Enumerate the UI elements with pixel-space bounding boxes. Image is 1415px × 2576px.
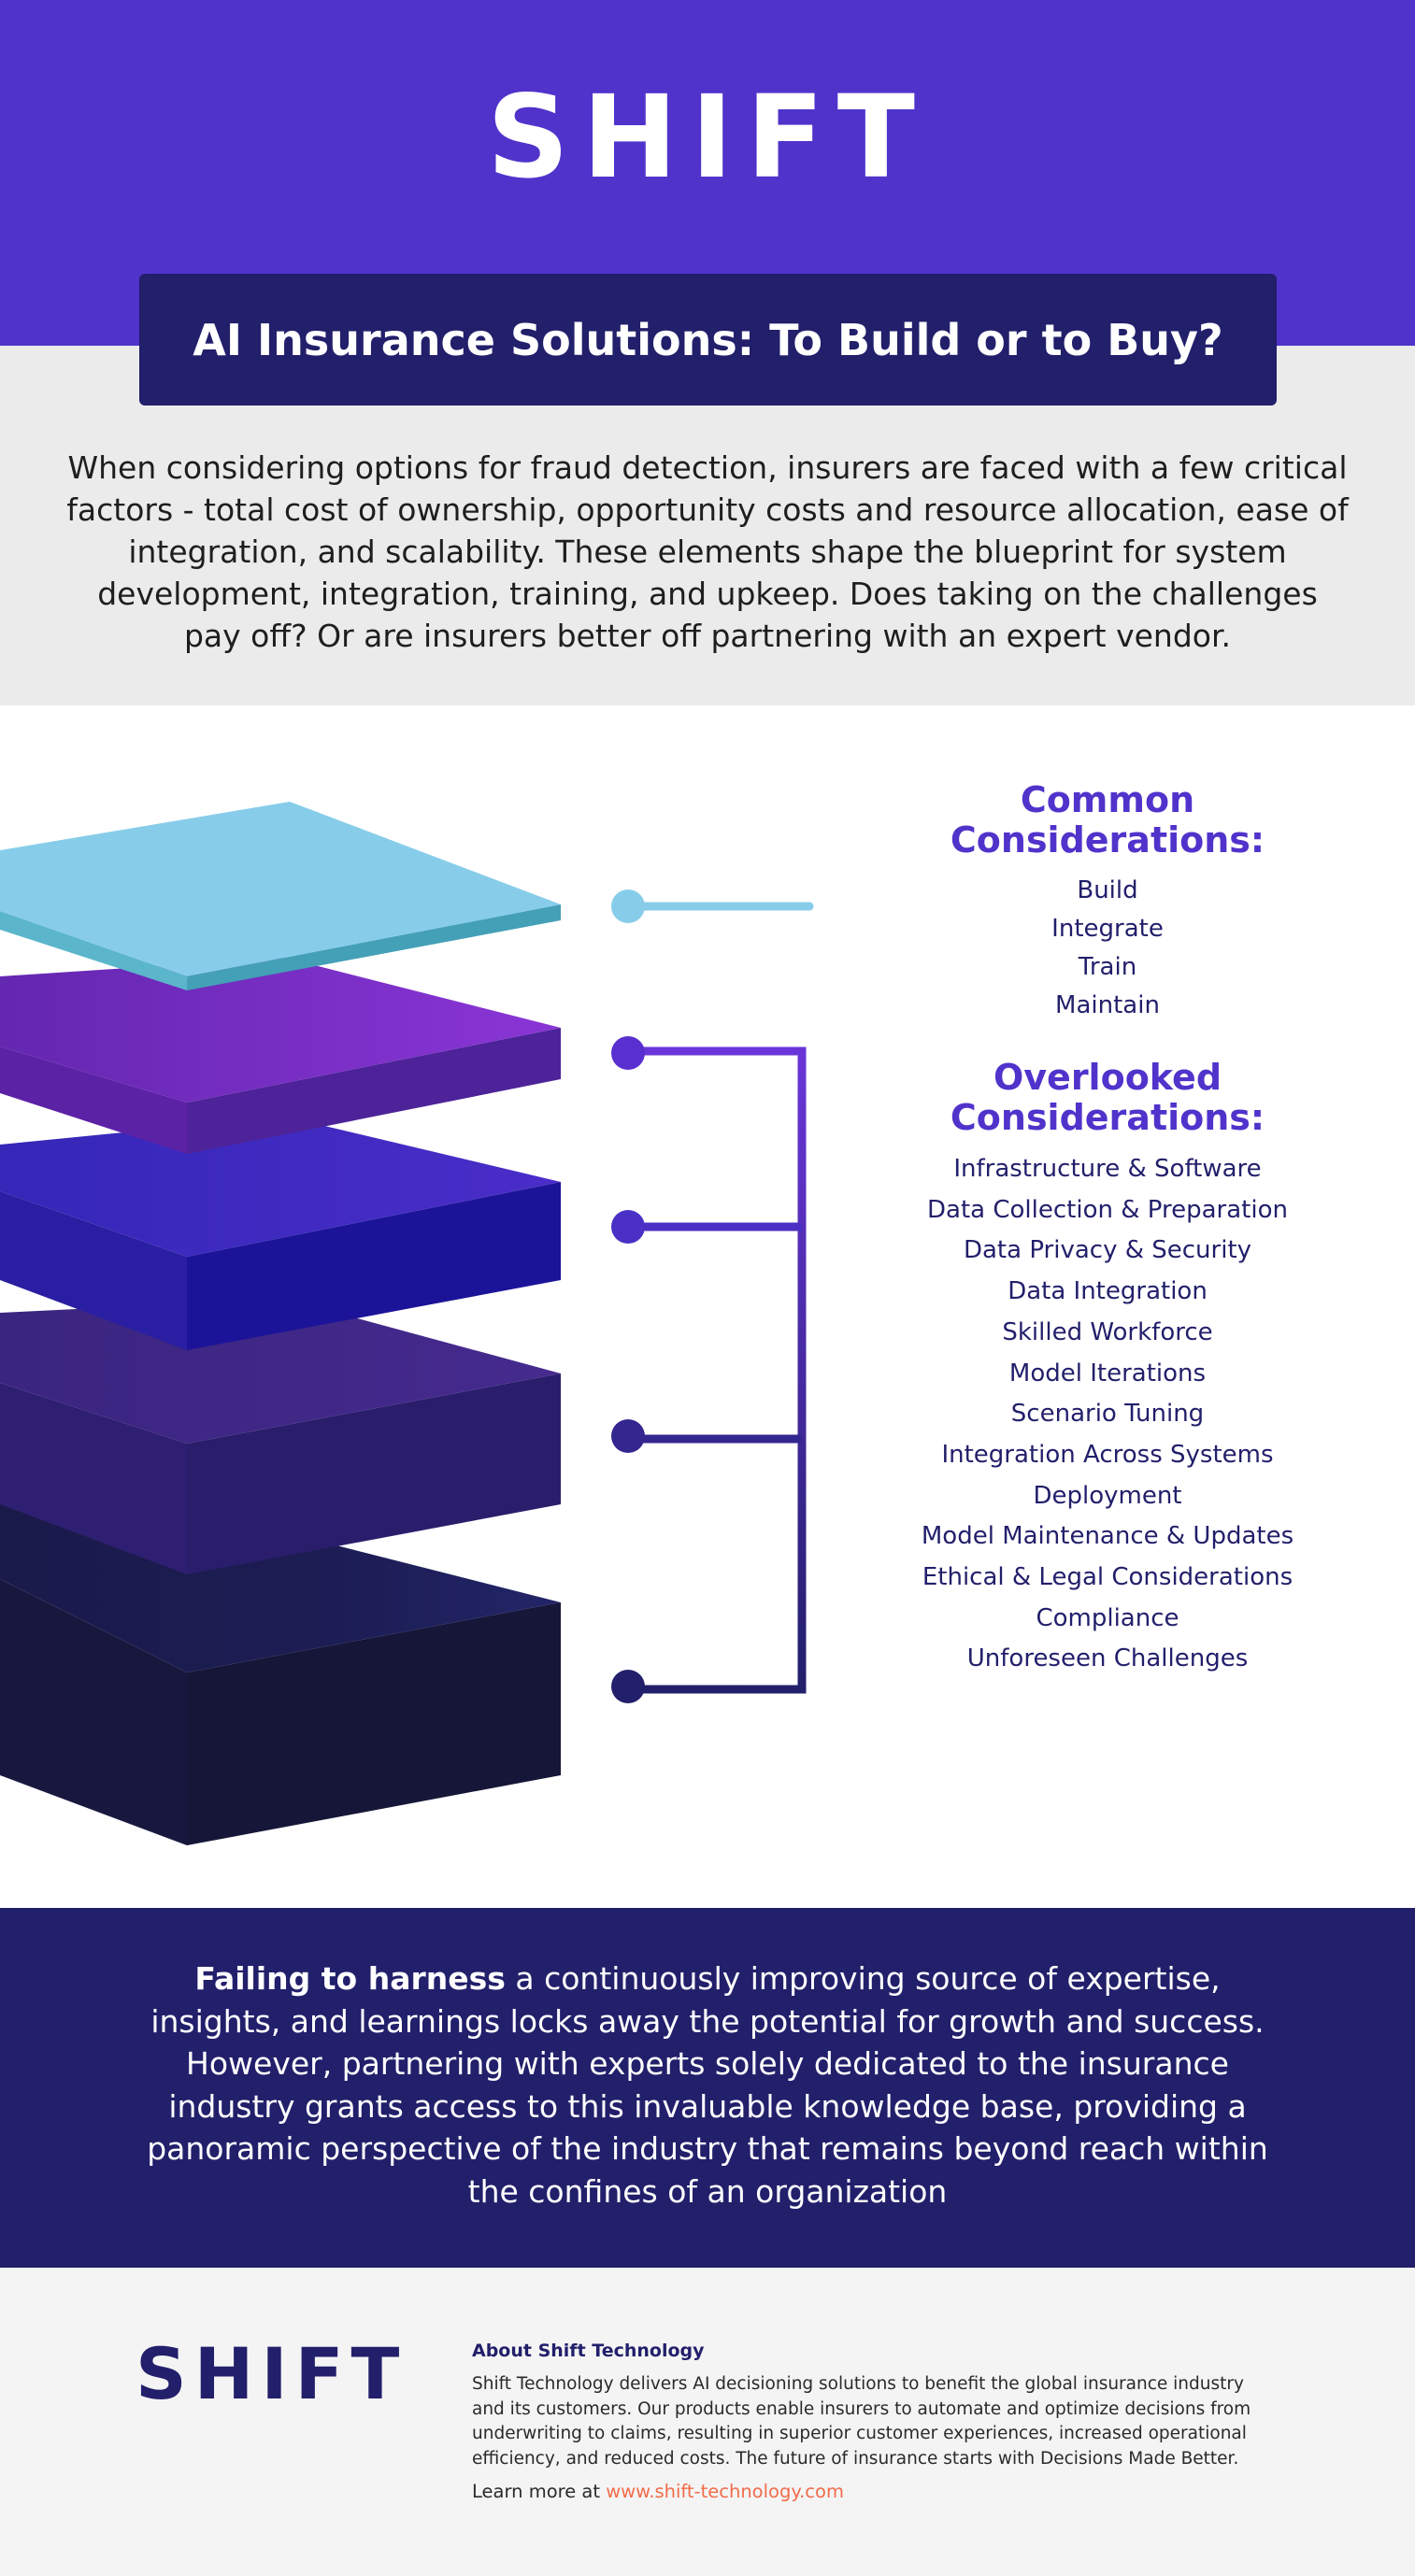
connector-bracket [628,1046,807,1694]
connector-dot-5 [611,1670,645,1703]
connector-diagram [611,890,814,1703]
list-item: Data Collection & Preparation [927,1195,1288,1224]
callout-text: Failing to harness a continuously improv… [140,1957,1275,2213]
list-item: Integration Across Systems [941,1440,1274,1469]
layer-1 [0,802,561,990]
list-item: Compliance [1036,1603,1179,1632]
list-item: Infrastructure & Software [953,1155,1262,1183]
intro-section [0,346,1415,705]
connector-dot-1 [611,890,645,923]
page-title: AI Insurance Solutions: To Build or to B… [193,314,1223,365]
shift-logo: SHIFT [487,71,928,204]
layer-3 [0,1117,561,1350]
layer-2 [0,958,561,1154]
footer [0,2268,1415,2576]
common-considerations: Common Considerations: Build Integrate T… [897,780,1318,1025]
overlooked-heading: Overlooked Considerations: [950,1057,1265,1138]
list-item: Model Iterations [1008,1359,1207,1388]
list-item: Unforeseen Challenges [966,1644,1249,1673]
intro-text: When considering options for fraud detec… [66,449,1349,654]
considerations-panel: Common Considerations: Build Integrate T… [897,780,1318,1680]
list-item: Maintain [1055,991,1160,1019]
common-list: Build Integrate Train Maintain [897,872,1318,1025]
connector-dot-3 [611,1210,645,1244]
overlooked-considerations: Overlooked Considerations: Infrastructur… [897,1058,1318,1680]
connector-dot-2 [611,1036,645,1070]
list-item: Deployment [1033,1481,1182,1510]
callout-rest: a continuously improving source of exper… [147,1960,1268,2210]
learn-prefix: Learn more at [472,2481,607,2502]
connector-dot-4 [611,1419,645,1453]
overlooked-list: Infrastructure & Software Data Collectio… [897,1149,1318,1680]
learn-more: Learn more at www.shift-technology.com [472,2481,844,2502]
title-box: AI Insurance Solutions: To Build or to B… [139,274,1277,406]
list-item: Ethical & Legal Considerations [922,1563,1294,1592]
list-item: Integrate [1051,915,1164,943]
callout-bold: Failing to harness [194,1960,506,1997]
list-item: Skilled Workforce [1002,1317,1213,1346]
list-item: Model Maintenance & Updates [921,1522,1294,1551]
website-link[interactable]: www.shift-technology.com [606,2481,844,2502]
stacked-layers-illustration [0,802,561,1845]
list-item: Build [1077,876,1138,904]
shift-logo-footer: SHIFT [136,2332,407,2415]
list-item: Data Privacy & Security [963,1236,1252,1265]
list-item: Scenario Tuning [1010,1400,1205,1429]
about-text: Shift Technology delivers AI decisioning… [472,2374,1251,2469]
common-heading: Common Considerations: [950,779,1265,861]
about-title: About Shift Technology [472,2341,705,2361]
list-item: Train [1078,953,1137,981]
layer-4 [0,1299,561,1574]
list-item: Data Integration [1008,1277,1208,1306]
callout-band [0,1908,1415,2268]
